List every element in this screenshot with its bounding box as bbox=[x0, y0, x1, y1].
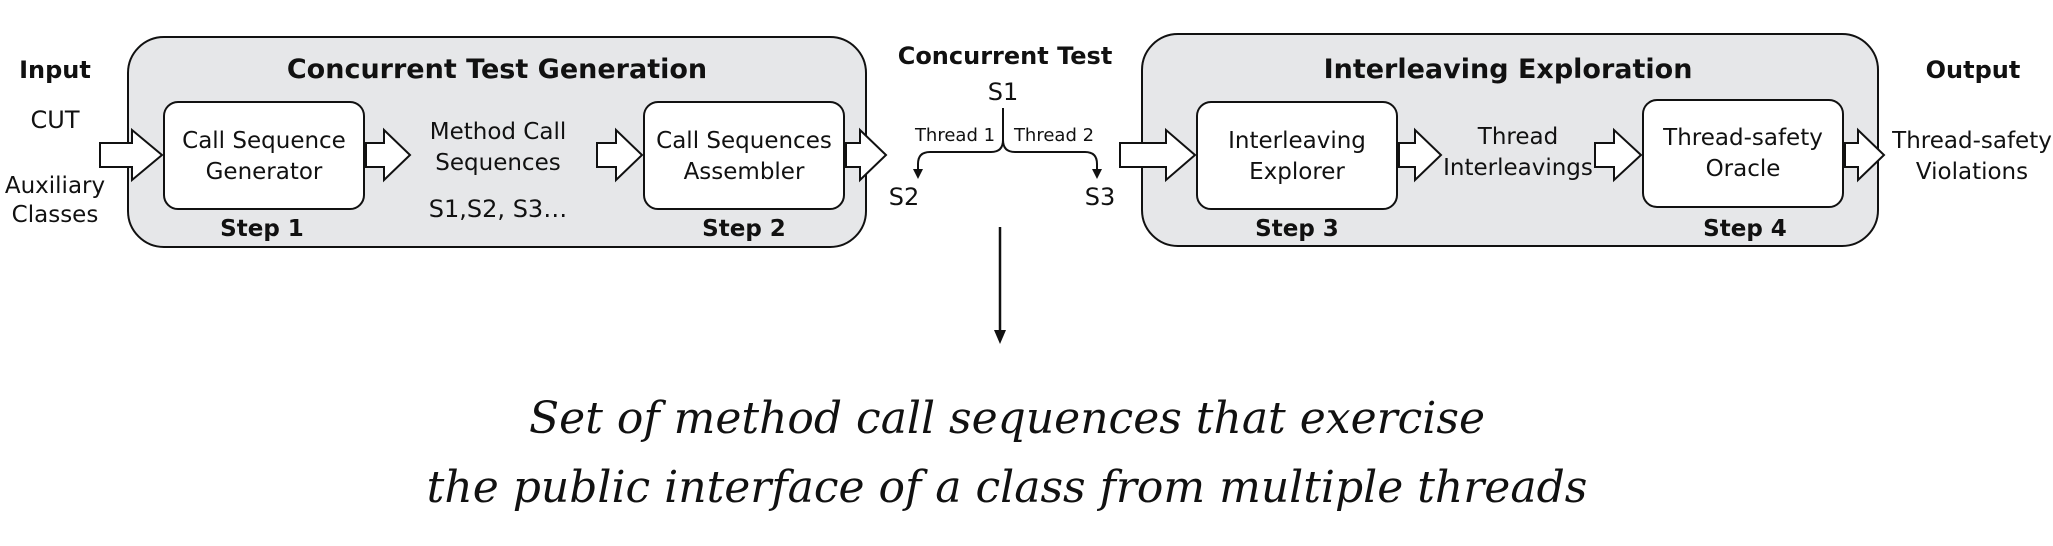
oracle-line2: Oracle bbox=[1706, 156, 1781, 182]
interleavings-line1: Thread bbox=[1477, 124, 1558, 150]
assembler-line2: Assembler bbox=[684, 159, 805, 185]
thread1-label: Thread 1 bbox=[914, 125, 995, 146]
block-arrow-sequences bbox=[596, 127, 644, 183]
explorer-line1: Interleaving bbox=[1228, 128, 1366, 154]
generator-line2: Generator bbox=[206, 159, 323, 185]
assembler-box bbox=[643, 101, 845, 210]
oracle-line1: Thread-safety bbox=[1662, 125, 1823, 151]
block-arrow-input bbox=[99, 127, 164, 183]
thread2-branch bbox=[1002, 108, 1102, 179]
thread1-branch bbox=[913, 108, 1004, 179]
mcs-list: S1,S2, S3… bbox=[429, 195, 567, 223]
generator-line1: Call Sequence bbox=[182, 128, 346, 154]
block-arrow-step4 bbox=[1844, 127, 1886, 183]
explorer-line2: Explorer bbox=[1249, 159, 1345, 185]
interleavings-line2: Interleavings bbox=[1443, 155, 1593, 181]
block-arrow-step2 bbox=[845, 127, 888, 183]
caption-line2: the public interface of a class from mul… bbox=[427, 462, 1588, 513]
thread2-label: Thread 2 bbox=[1013, 125, 1094, 146]
step2-label: Step 2 bbox=[702, 216, 786, 242]
block-arrow-step1 bbox=[365, 127, 412, 183]
input-aux-line2: Classes bbox=[12, 202, 99, 228]
oracle-box bbox=[1642, 99, 1844, 208]
concurrent-test-title: Concurrent Test bbox=[898, 42, 1113, 70]
exploration-title: Interleaving Exploration bbox=[1324, 54, 1693, 85]
block-arrow-step3 bbox=[1398, 127, 1443, 183]
concurrent-test-s2: S2 bbox=[889, 183, 920, 211]
input-aux-line1: Auxiliary bbox=[5, 173, 105, 199]
generator-box bbox=[163, 101, 365, 210]
concurrent-test-s3: S3 bbox=[1085, 183, 1116, 211]
output-line1: Thread-safety bbox=[1891, 128, 2052, 154]
block-arrow-interleavings bbox=[1594, 127, 1643, 183]
output-line2: Violations bbox=[1916, 159, 2028, 185]
explorer-box bbox=[1196, 101, 1398, 210]
caption-pointer-head bbox=[994, 330, 1006, 344]
output-heading: Output bbox=[1926, 56, 2021, 84]
input-cut: CUT bbox=[31, 106, 80, 134]
mcs-line2: Sequences bbox=[435, 150, 560, 176]
input-heading: Input bbox=[19, 56, 91, 84]
step3-label: Step 3 bbox=[1255, 216, 1339, 242]
caption-line1: Set of method call sequences that exerci… bbox=[529, 393, 1485, 444]
assembler-line1: Call Sequences bbox=[656, 128, 832, 154]
generation-title: Concurrent Test Generation bbox=[287, 54, 707, 85]
step1-label: Step 1 bbox=[220, 216, 304, 242]
concurrent-test-s1: S1 bbox=[988, 78, 1019, 106]
mcs-line1: Method Call bbox=[430, 119, 567, 145]
step4-label: Step 4 bbox=[1703, 216, 1787, 242]
block-arrow-concurrent-test bbox=[1119, 127, 1197, 183]
